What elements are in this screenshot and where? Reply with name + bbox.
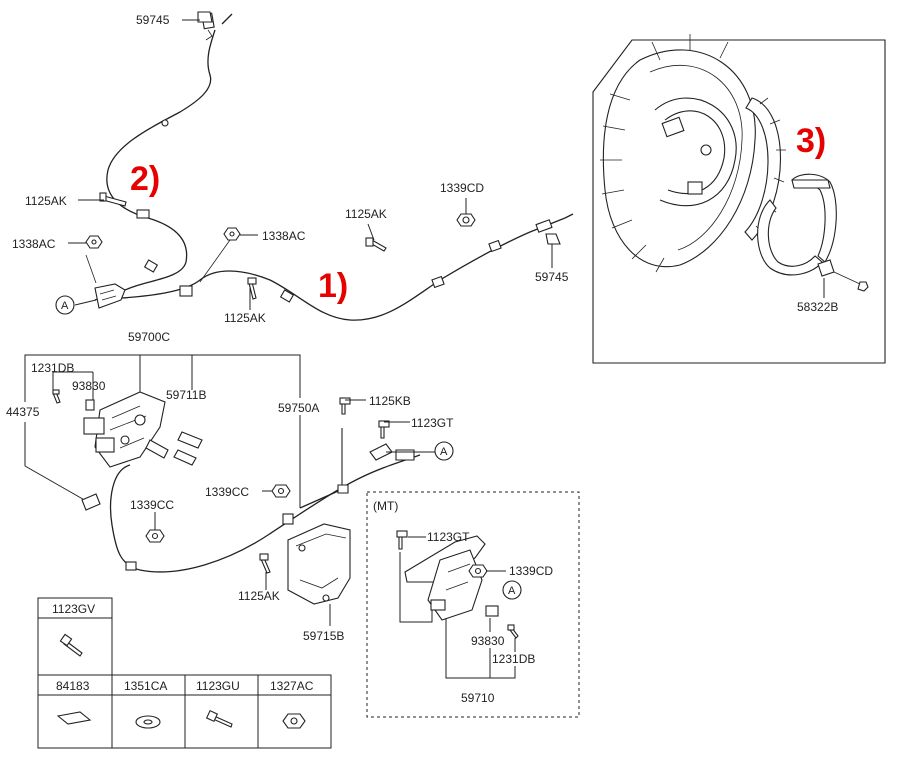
mt-leader-lines — [399, 536, 516, 679]
label-1339cd-mt: 1339CD — [509, 564, 553, 578]
label-59711b: 59711B — [166, 388, 206, 402]
legend-84183: 84183 — [56, 679, 90, 693]
brake-shoe-panel — [592, 34, 886, 364]
rear-cable-right — [121, 213, 574, 321]
lever-fasteners — [145, 397, 390, 574]
bracket-59715b — [287, 523, 351, 605]
label-1123gt-mt: 1123GT — [427, 530, 470, 544]
label-1339cd-top: 1339CD — [440, 181, 484, 195]
label-1338ac-mid: 1338AC — [262, 229, 306, 243]
lever-assembly-59700c — [52, 389, 203, 511]
label-1125ak-bot: 1125AK — [238, 589, 280, 603]
label-59745-right: 59745 — [535, 270, 569, 284]
callout-1: 1) — [318, 267, 348, 305]
fastener-legend-table — [37, 597, 332, 749]
lever-bracket-lines — [24, 354, 301, 508]
label-1339cc-right: 1339CC — [205, 485, 249, 499]
pad-icon-84183 — [56, 711, 92, 725]
upper-leader-lines — [68, 19, 553, 310]
legend-1351ca: 1351CA — [124, 679, 167, 693]
circle-a-marker-2: A — [434, 441, 454, 461]
label-1231db: 1231DB — [31, 361, 74, 375]
mt-variant-box — [366, 491, 580, 718]
circle-a-marker-3: A — [502, 580, 522, 600]
label-1231db-mt: 1231DB — [492, 652, 535, 666]
svg-text:A: A — [508, 585, 516, 597]
upper-fasteners — [85, 11, 561, 300]
label-44375: 44375 — [6, 405, 40, 419]
svg-text:A: A — [440, 446, 448, 458]
label-59710: 59710 — [461, 691, 495, 705]
legend-1327ac: 1327AC — [270, 679, 314, 693]
label-1125ak-left: 1125AK — [25, 194, 67, 208]
label-58322b: 58322B — [797, 300, 838, 314]
label-93830-mt: 93830 — [471, 634, 505, 648]
label-93830: 93830 — [72, 379, 106, 393]
lever-leader-lines — [154, 399, 436, 626]
label-59700c: 59700C — [128, 330, 170, 344]
label-1338ac-left: 1338AC — [12, 237, 56, 251]
svg-text:A: A — [61, 300, 69, 312]
label-59715b: 59715B — [303, 629, 344, 643]
legend-1123gu: 1123GU — [196, 679, 240, 693]
label-1339cc-left: 1339CC — [130, 498, 174, 512]
callout-3: 3) — [796, 122, 826, 160]
label-1125ak-top: 1125AK — [345, 207, 387, 221]
label-1125ak-mid: 1125AK — [224, 311, 266, 325]
label-mt: (MT) — [373, 499, 398, 513]
circle-a-marker-1: A — [55, 295, 75, 315]
label-1123gt-top: 1123GT — [411, 416, 454, 430]
callout-2: 2) — [130, 160, 160, 198]
label-1125kb: 1125KB — [369, 394, 411, 408]
label-59745-top: 59745 — [136, 13, 170, 27]
legend-1123gv: 1123GV — [52, 602, 95, 616]
label-59750a: 59750A — [278, 401, 319, 415]
